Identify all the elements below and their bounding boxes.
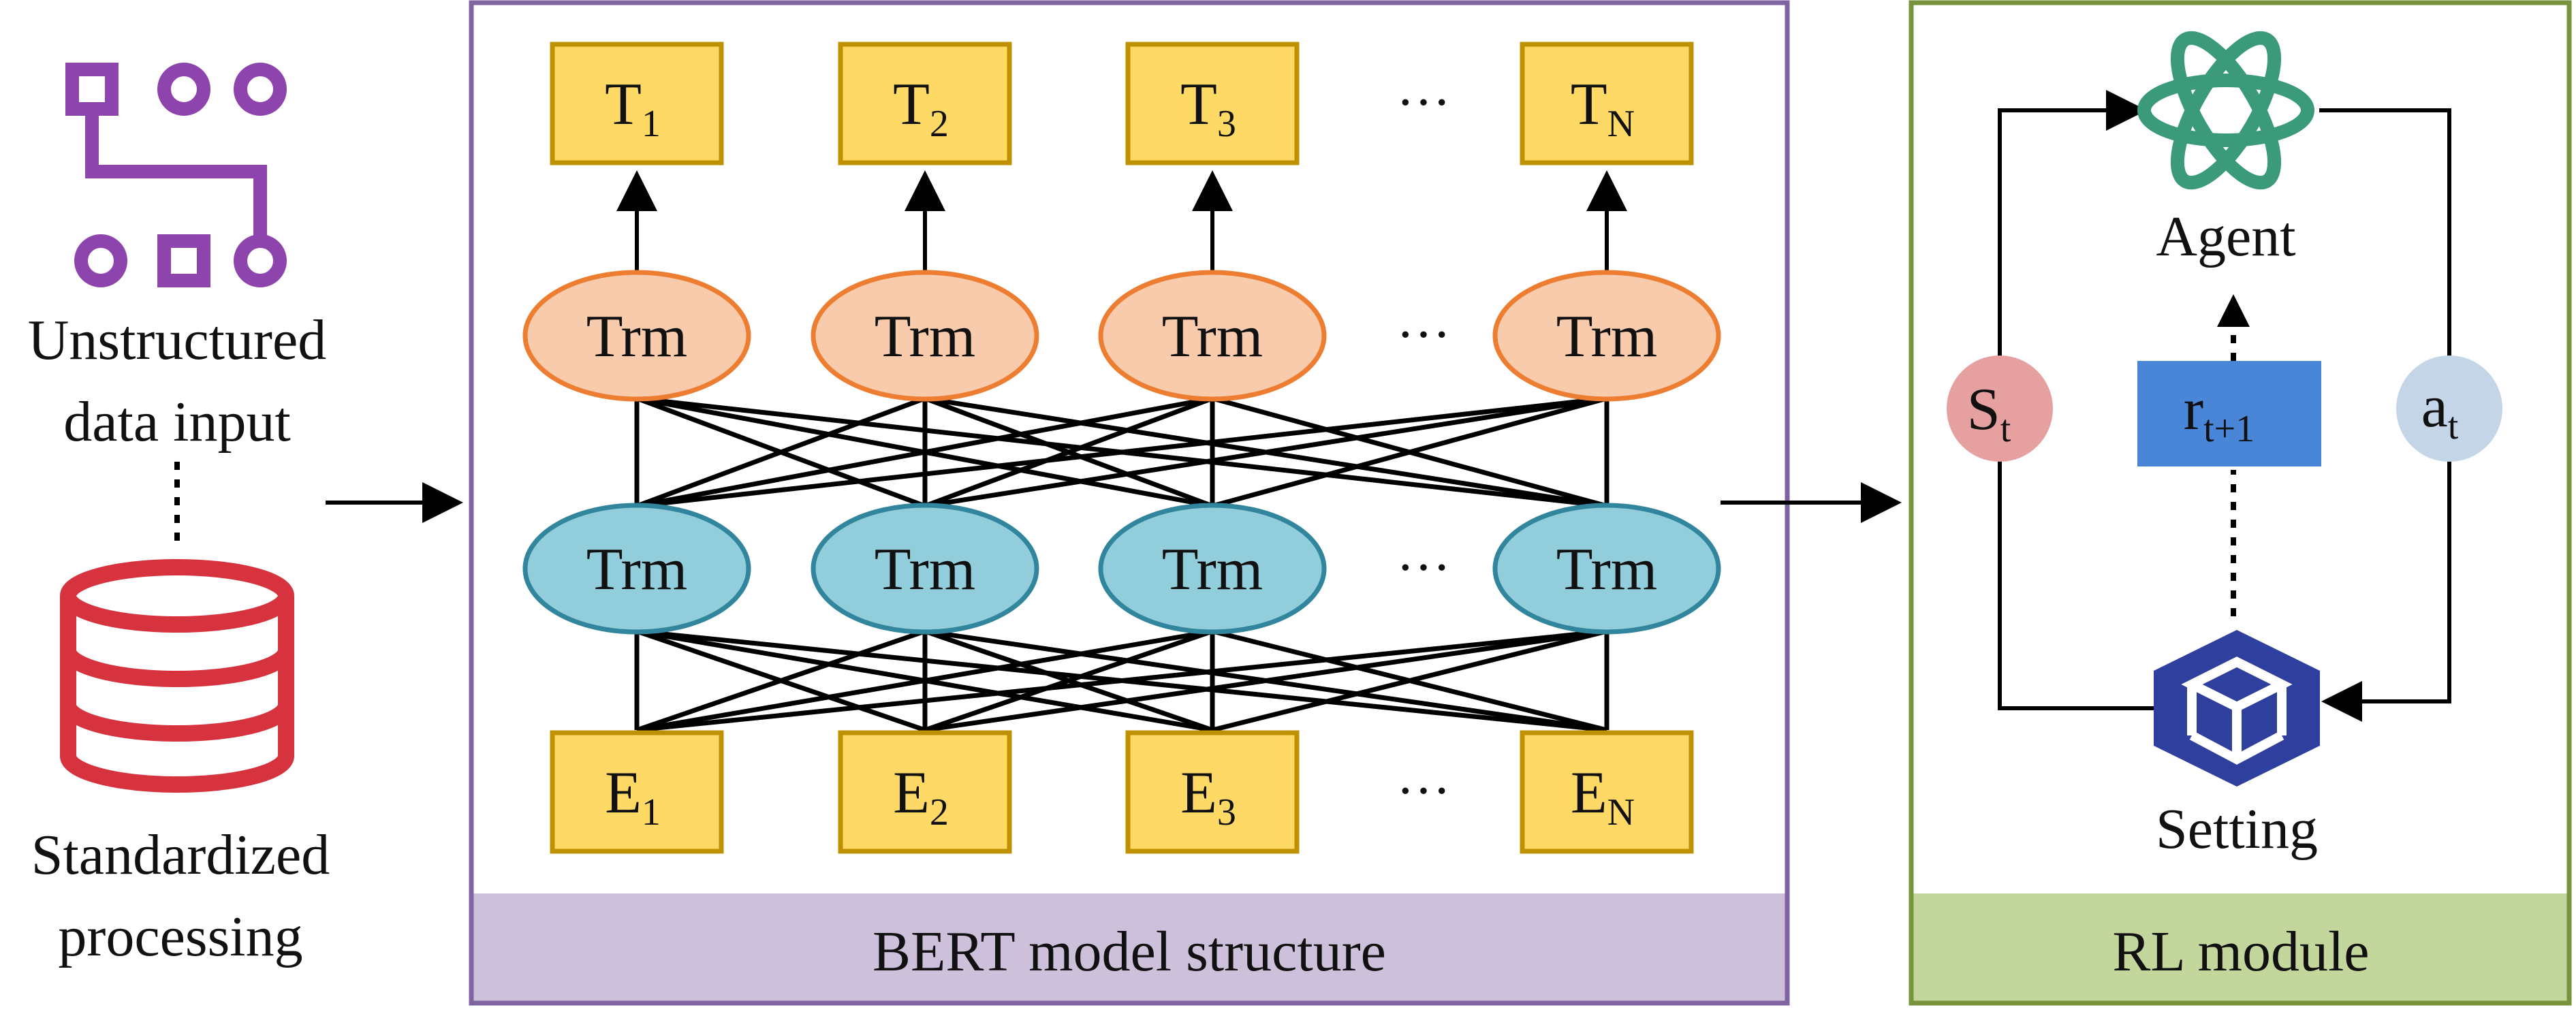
transformer-node-layer1 [522,503,751,635]
transformer-node-layer2 [522,270,751,402]
flowchart-square-top [65,63,119,116]
agent-label: Agent [2156,205,2295,268]
output-token-box [550,42,724,165]
processing-label-line1: Standardized [31,823,330,887]
flowchart-circle-bottom-right [234,234,287,287]
embedding-box [1125,730,1300,854]
input-label-line1: Unstructured [28,308,327,372]
rl-footer-label: RL module [2112,920,2369,983]
trm-label: Trm [1162,537,1263,603]
state-label: St [1967,377,2011,450]
embed-to-layer1-line-3-2 [1212,629,1607,733]
input-section: Unstructured data input Standardized pro… [28,63,463,968]
ellipsis-marker: ··· [1396,305,1451,365]
action-node [2396,355,2502,462]
embedding-box [550,730,724,854]
flowchart-connector [85,109,267,242]
layer1-to-layer2-line-2-0 [636,396,1213,509]
processing-label-line2: processing [58,905,302,968]
flowchart-circle-bottom-left [74,234,127,287]
embed-to-layer1-line-2-1 [924,629,1214,733]
bert-footer-label: BERT model structure [873,920,1386,983]
output-token-label: T2 [893,72,949,145]
layer1-to-layer2-line-3-0 [636,396,1607,509]
layer1-to-layer2-line-3-1 [924,396,1607,509]
embedding-label: E3 [1180,760,1236,834]
action-label: at [2421,374,2459,447]
output-token-label: TN [1571,72,1635,145]
cube-icon [2154,630,2320,787]
output-arrows [616,170,1627,272]
layer1-to-layer2-line-1-0 [635,396,926,509]
output-token-box [1520,42,1694,165]
rl-footer-band [1911,893,2569,1003]
flowchart-icon [65,63,287,287]
embedding-label: E2 [893,760,949,834]
output-token-box [1125,42,1300,165]
embedding-label: EN [1571,760,1635,834]
bert-nodes: T1TrmTrmE1T2TrmTrmE2T3TrmTrmE3TNTrmTrmEN… [522,42,1721,854]
state-node [1947,355,2053,462]
flowchart-circle-top-right [234,63,287,116]
output-token-label: T1 [605,72,661,145]
trm-label: Trm [875,304,975,370]
transformer-node-layer2 [1492,270,1721,402]
flowchart-circle-top-mid [157,63,210,116]
layer1-to-layer2-line-2-1 [924,396,1214,509]
embedding-box [838,730,1012,854]
ellipsis-marker: ··· [1396,538,1451,598]
reward-box [2137,361,2321,466]
transformer-node-layer1 [811,503,1039,635]
trm-label: Trm [586,304,687,370]
bert-footer-band [471,893,1787,1003]
output-token-label: T3 [1180,72,1236,145]
embed-to-layer1-line-1-0 [635,629,926,733]
output-token-box [838,42,1012,165]
rl-module-panel: RL module Agent St at rt+1 [1909,0,2572,1006]
ellipsis-marker: ··· [1396,73,1451,133]
transformer-node-layer2 [811,270,1039,402]
atom-icon [2137,31,2314,190]
ellipsis-marker: ··· [1396,761,1451,821]
transformer-connections [634,396,1609,733]
trm-label: Trm [875,537,975,603]
transformer-node-layer1 [1492,503,1721,635]
embed-to-layer1-line-3-1 [924,629,1607,733]
database-icon [60,559,294,793]
trm-label: Trm [586,537,687,603]
rl-frame [1909,0,2572,1006]
transformer-node-layer1 [1098,503,1327,635]
setting-label: Setting [2156,797,2318,861]
layer1-to-layer2-line-3-2 [1212,396,1607,509]
trm-label: Trm [1162,304,1263,370]
embed-to-layer1-line-3-0 [636,629,1607,733]
embedding-box [1520,730,1694,854]
trm-label: Trm [1556,304,1657,370]
flowchart-square-bottom [157,234,210,287]
transformer-node-layer2 [1098,270,1327,402]
embed-to-layer1-line-2-0 [636,629,1213,733]
trm-label: Trm [1556,537,1657,603]
reward-label: rt+1 [2184,377,2255,450]
input-label-line2: data input [63,390,291,454]
bert-model-panel: BERT model structure T1TrmTrmE1T2TrmTrmE… [469,0,1790,1006]
embedding-label: E1 [605,760,661,834]
